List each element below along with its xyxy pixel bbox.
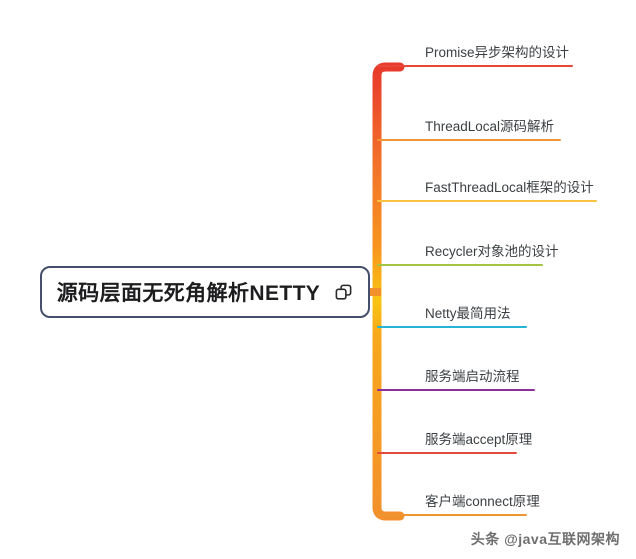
branch-item[interactable]: 服务端accept原理 (377, 414, 636, 454)
branch-item[interactable]: Recycler对象池的设计 (377, 226, 636, 266)
branch-label: 服务端启动流程 (425, 368, 520, 384)
branch-label: ThreadLocal源码解析 (425, 118, 555, 134)
branch-label: Recycler对象池的设计 (425, 243, 559, 259)
root-node-label: 源码层面无死角解析NETTY (56, 282, 321, 305)
branch-underline (377, 263, 543, 266)
watermark: 头条 @java互联网架构 (470, 531, 620, 547)
branch-item[interactable]: 客户端connect原理 (377, 476, 636, 516)
root-node[interactable]: 源码层面无死角解析NETTY (40, 266, 370, 318)
branch-label: 服务端accept原理 (425, 431, 533, 447)
branch-item[interactable]: Promise异步架构的设计 (377, 27, 636, 67)
branch-label: 客户端connect原理 (425, 493, 540, 509)
branch-underline (377, 199, 597, 202)
branch-underline (377, 451, 517, 454)
branch-underline (377, 513, 527, 516)
branch-item[interactable]: FastThreadLocal框架的设计 (377, 162, 636, 202)
branch-label: FastThreadLocal框架的设计 (425, 179, 594, 195)
branch-underline (377, 325, 527, 328)
branch-item[interactable]: Netty最简用法 (377, 288, 636, 328)
branch-underline (377, 64, 573, 67)
branch-underline (377, 388, 535, 391)
copy-icon[interactable] (334, 283, 353, 302)
branch-item[interactable]: ThreadLocal源码解析 (377, 101, 636, 141)
branch-underline (377, 138, 561, 141)
branch-label: Netty最简用法 (425, 305, 511, 321)
branch-label: Promise异步架构的设计 (425, 44, 570, 60)
branch-item[interactable]: 服务端启动流程 (377, 351, 636, 391)
